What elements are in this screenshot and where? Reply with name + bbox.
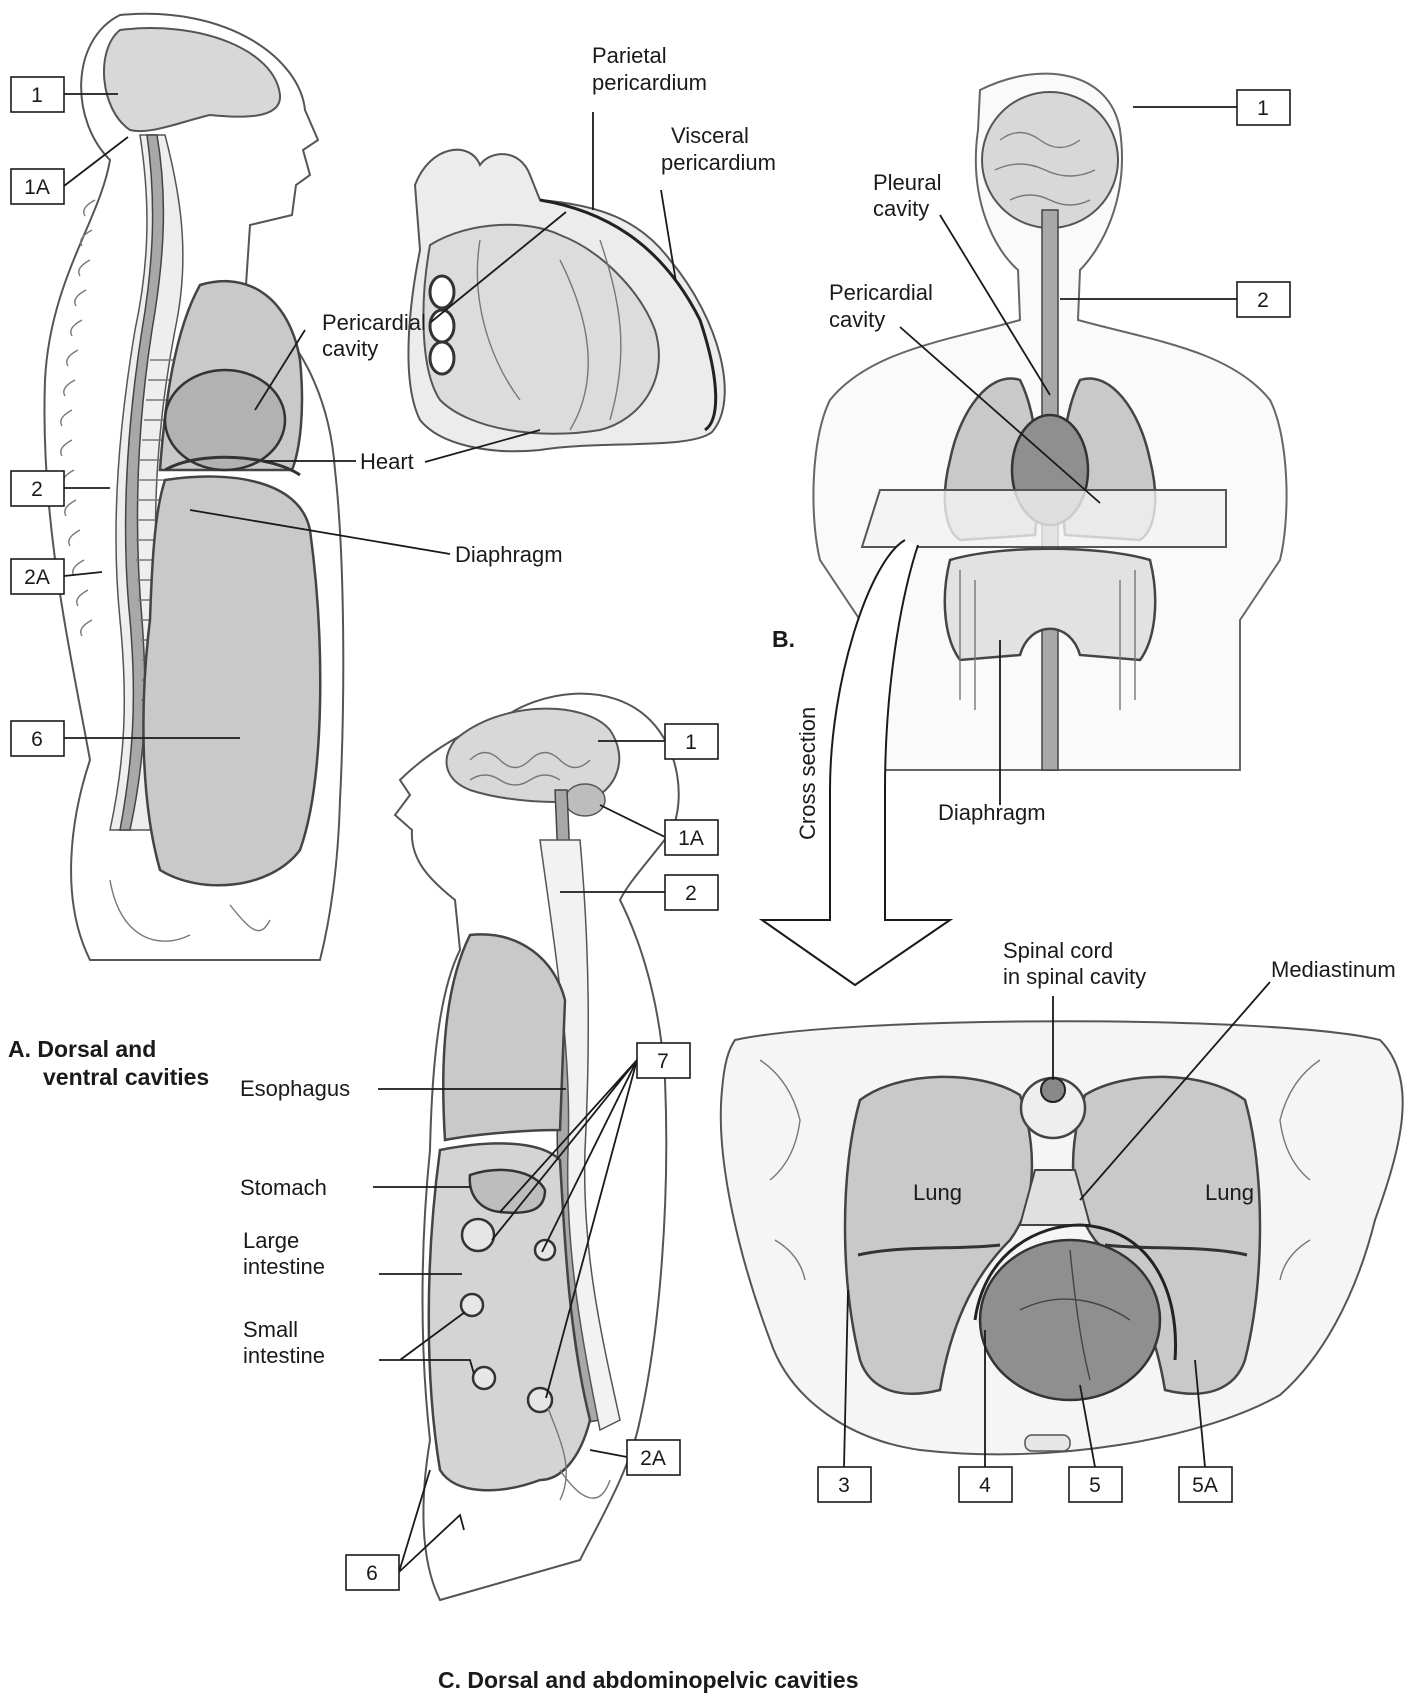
svg-text:1A: 1A <box>24 176 50 199</box>
spinal-cord-section <box>1041 1078 1065 1102</box>
label-pleural-cavity-2: cavity <box>873 196 929 221</box>
thoracic-cross-section <box>721 1021 1403 1454</box>
box-c-2a: 2A <box>627 1440 680 1475</box>
label-lung-left: Lung <box>913 1180 962 1205</box>
label-small-intestine-2: intestine <box>243 1343 325 1368</box>
box-a-6: 6 <box>11 721 64 756</box>
caption-c: C. Dorsal and abdominopelvic cavities <box>438 1667 859 1693</box>
label-parietal-pericardium-2: pericardium <box>592 70 707 95</box>
cross-section-plane <box>862 490 1226 547</box>
box-c-6: 6 <box>346 1555 399 1590</box>
label-pericardial-cavity-b-2: cavity <box>829 307 885 332</box>
label-visceral-pericardium-1: Visceral <box>671 123 749 148</box>
svg-text:2A: 2A <box>24 566 50 589</box>
label-pleural-cavity-1: Pleural <box>873 170 941 195</box>
box-x-4: 4 <box>959 1467 1012 1502</box>
thoracic-cavity-c <box>443 934 565 1140</box>
box-a-2a: 2A <box>11 559 64 594</box>
box-x-3: 3 <box>818 1467 871 1502</box>
heart-a <box>165 370 285 470</box>
box-c-1: 1 <box>665 724 718 759</box>
box-c-2: 2 <box>665 875 718 910</box>
label-stomach: Stomach <box>240 1175 327 1200</box>
svg-text:1: 1 <box>685 731 697 754</box>
svg-text:1: 1 <box>31 84 43 107</box>
caption-a-line2: ventral cavities <box>43 1064 209 1090</box>
abdominopelvic-cavity-a <box>143 477 320 886</box>
svg-text:2A: 2A <box>640 1447 666 1470</box>
box-a-2: 2 <box>11 471 64 506</box>
svg-text:6: 6 <box>366 1562 378 1585</box>
cranial-cavity-b <box>982 92 1118 228</box>
box-a-1: 1 <box>11 77 64 112</box>
svg-text:2: 2 <box>1257 289 1269 312</box>
svg-text:3: 3 <box>838 1474 850 1497</box>
box-c-7: 7 <box>637 1043 690 1078</box>
svg-text:2: 2 <box>31 478 43 501</box>
caption-a-line1: A. Dorsal and <box>8 1036 156 1062</box>
label-spinal-cord-1: Spinal cord <box>1003 938 1113 963</box>
label-visceral-pericardium-2: pericardium <box>661 150 776 175</box>
label-diaphragm-a: Diaphragm <box>455 542 563 567</box>
label-esophagus: Esophagus <box>240 1076 350 1101</box>
label-pericardial-cavity-b-1: Pericardial <box>829 280 933 305</box>
label-large-intestine-2: intestine <box>243 1254 325 1279</box>
svg-text:1A: 1A <box>678 827 704 850</box>
label-pericardial-cavity-a-1: Pericardial <box>322 310 426 335</box>
label-diaphragm-b: Diaphragm <box>938 800 1046 825</box>
label-heart: Heart <box>360 449 414 474</box>
svg-text:6: 6 <box>31 728 43 751</box>
label-small-intestine-1: Small <box>243 1317 298 1342</box>
label-mediastinum: Mediastinum <box>1271 957 1396 982</box>
box-x-5: 5 <box>1069 1467 1122 1502</box>
heart-section <box>980 1240 1160 1400</box>
label-cross-section: Cross section <box>795 707 820 840</box>
svg-text:5: 5 <box>1089 1474 1101 1497</box>
label-parietal-pericardium-1: Parietal <box>592 43 667 68</box>
panel-a-sagittal-figure <box>44 14 343 960</box>
heart-detail <box>408 150 724 452</box>
label-spinal-cord-2: in spinal cavity <box>1003 964 1146 989</box>
box-b-1: 1 <box>1237 90 1290 125</box>
label-pericardial-cavity-a-2: cavity <box>322 336 378 361</box>
svg-text:2: 2 <box>685 882 697 905</box>
label-large-intestine-1: Large <box>243 1228 299 1253</box>
caption-b: B. <box>772 626 795 652</box>
svg-text:7: 7 <box>657 1050 669 1073</box>
box-x-5a: 5A <box>1179 1467 1232 1502</box>
box-c-1a: 1A <box>665 820 718 855</box>
svg-text:1: 1 <box>1257 97 1269 120</box>
box-a-1a: 1A <box>11 169 64 204</box>
svg-text:4: 4 <box>979 1474 991 1497</box>
box-b-2: 2 <box>1237 282 1290 317</box>
svg-text:5A: 5A <box>1192 1474 1218 1497</box>
label-lung-right: Lung <box>1205 1180 1254 1205</box>
